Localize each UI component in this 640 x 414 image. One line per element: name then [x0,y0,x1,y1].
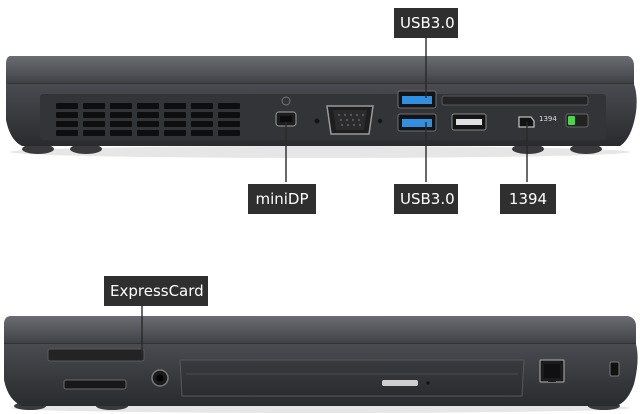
firewire-callout: 1394 [500,184,556,214]
vent-slot [83,103,105,109]
vent-slot [137,112,159,118]
optical-drive-bay[interactable] [179,359,525,397]
firewire-port-marking: 1394 [539,115,557,123]
usb3-callout-top: USB3.0 [394,8,458,38]
expresscard-callout: ExpressCard [104,276,208,306]
laptop-lid [6,56,634,84]
ethernet-port[interactable] [539,359,565,383]
audio-jack[interactable] [151,369,169,387]
vent-slot [56,112,78,118]
laptop-bottom-side [4,316,638,413]
vent-slot [218,130,240,136]
laptop-lid [4,316,636,344]
vent-slot [137,130,159,136]
sd-card-slot[interactable] [63,379,127,390]
vent-slot [110,103,132,109]
usb2-port[interactable] [451,113,487,131]
vent-slot [218,121,240,127]
kensington-lock-slot[interactable] [609,361,620,377]
vent-slot [56,103,78,109]
vent-slot [191,103,213,109]
vent-slot [164,130,186,136]
rubber-foot [70,144,102,154]
rubber-foot [512,144,544,154]
display-icon [281,96,291,106]
vent-slot [164,103,186,109]
usb3-callout-bottom: USB3.0 [394,184,458,214]
leader-lines-top [285,38,528,182]
vent-slot [83,130,105,136]
vent-slot [137,121,159,127]
wireless-switch[interactable] [565,113,589,128]
laptop-top-side [6,56,637,158]
usb3-port-lower[interactable] [397,113,437,132]
vent-slot [218,103,240,109]
vent-slot [164,121,186,127]
rubber-foot [22,144,54,154]
vent-slot [191,112,213,118]
vga-port[interactable] [326,105,374,135]
vent-slot [110,130,132,136]
card-slot[interactable] [441,95,589,106]
vent-slot [191,130,213,136]
vent-slot [137,103,159,109]
vent-slot [56,130,78,136]
vent-slot [110,121,132,127]
eject-button[interactable] [382,380,418,386]
usb3-port-upper[interactable] [397,90,437,109]
expresscard-slot[interactable] [47,348,145,362]
vent-slot [110,112,132,118]
vent-slot [83,121,105,127]
vent-slot [164,112,186,118]
vent-slot [191,121,213,127]
rubber-foot [570,144,602,154]
vent-grille [56,103,240,136]
minidp-callout: miniDP [248,184,316,214]
vent-slot [56,121,78,127]
vent-slot [218,112,240,118]
vent-slot [83,112,105,118]
